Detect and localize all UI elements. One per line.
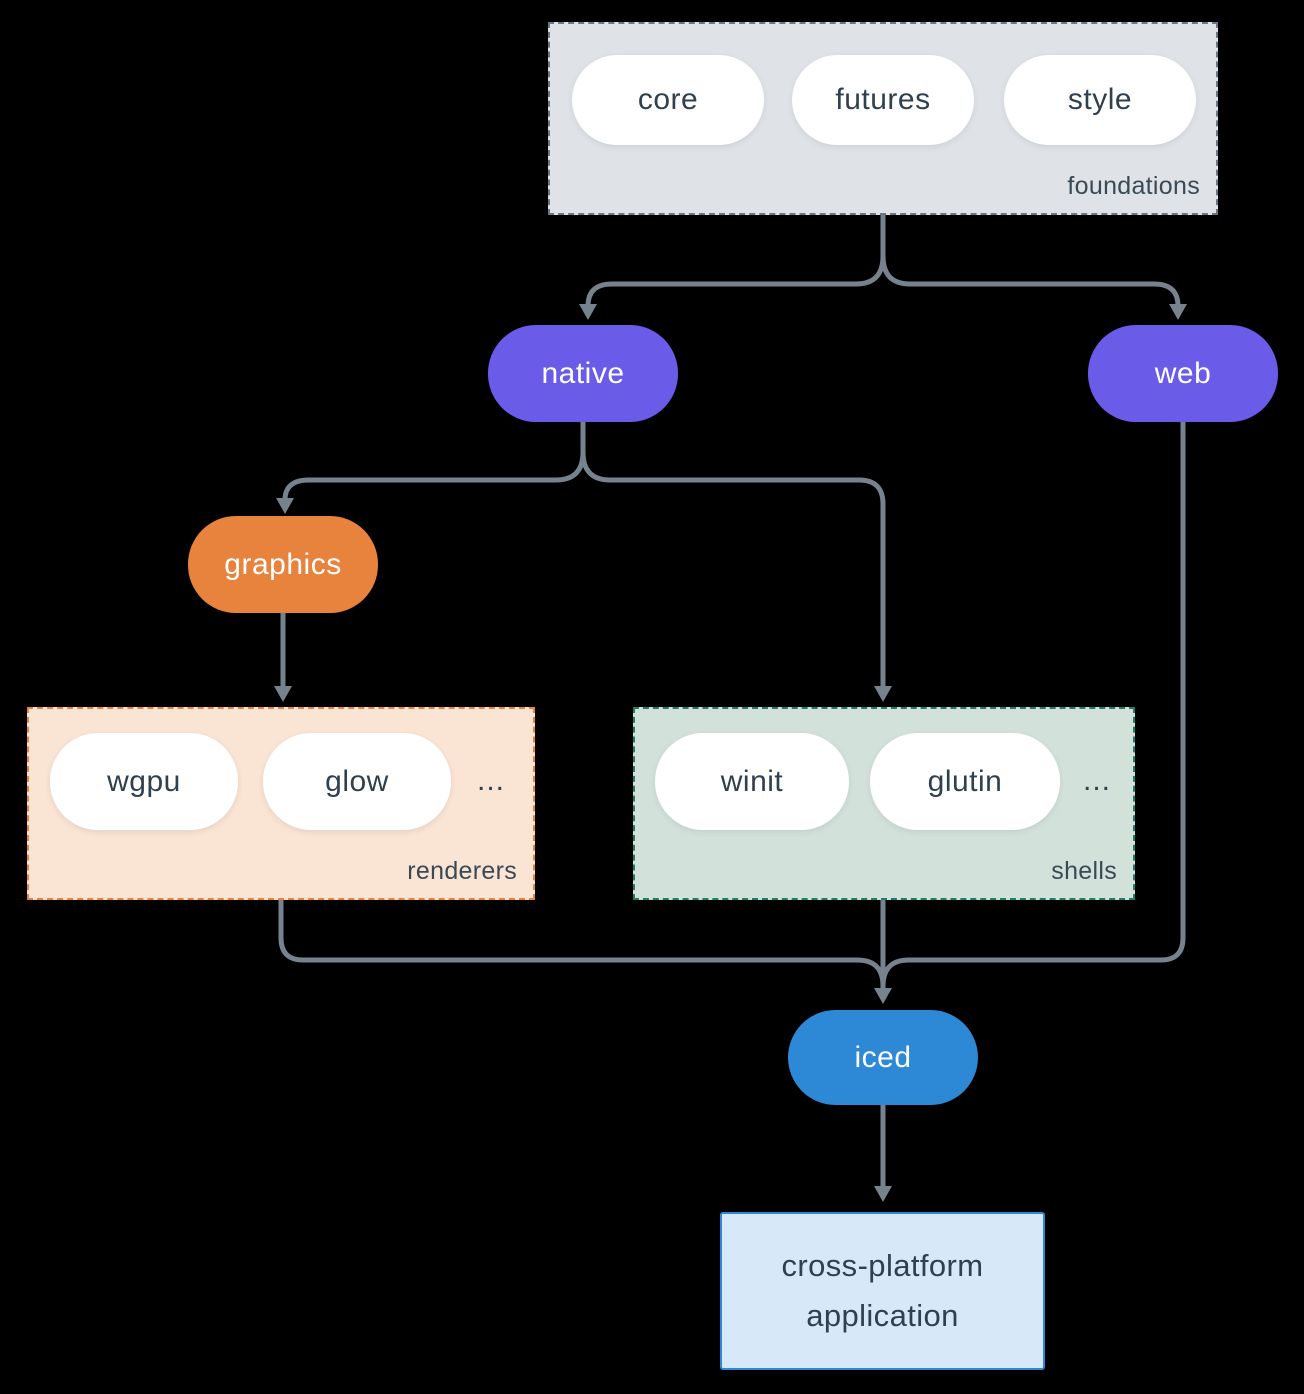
node-cross-platform-application: cross-platform application <box>720 1212 1045 1370</box>
node-glow: glow <box>263 733 451 830</box>
node-web-label: web <box>1154 356 1212 390</box>
arrowhead-iced <box>874 988 892 1004</box>
node-futures: futures <box>792 55 974 145</box>
node-wgpu-label: wgpu <box>107 764 181 798</box>
node-winit: winit <box>655 733 849 830</box>
edge-foundations-native <box>585 215 886 307</box>
node-native-label: native <box>541 356 625 390</box>
node-glow-label: glow <box>325 764 389 798</box>
node-style-label: style <box>1067 83 1133 116</box>
application-label-line2: application <box>806 1298 959 1333</box>
arrowhead-web <box>1169 304 1187 320</box>
renderers-ellipsis: ... <box>477 764 506 797</box>
arrowhead-graphics <box>276 498 294 514</box>
arrowhead-renderers <box>274 686 292 702</box>
shells-ellipsis: ... <box>1083 764 1112 797</box>
node-native: native <box>488 325 678 422</box>
node-wgpu: wgpu <box>50 733 238 830</box>
edge-native-graphics <box>282 422 586 501</box>
arrowhead-shells <box>874 686 892 702</box>
node-winit-label: winit <box>720 764 784 798</box>
node-iced: iced <box>788 1010 978 1105</box>
node-glutin: glutin <box>870 733 1060 830</box>
node-glutin-label: glutin <box>927 764 1003 798</box>
arrowhead-native <box>579 304 597 320</box>
edge-foundations-web <box>880 255 1181 307</box>
group-foundations-label: foundations <box>1067 172 1200 200</box>
node-iced-label: iced <box>854 1040 912 1074</box>
group-renderers-label: renderers <box>407 857 517 885</box>
group-shells: winit glutin ... shells <box>633 707 1135 900</box>
node-core-label: core <box>637 83 699 116</box>
group-renderers: wgpu glow ... renderers <box>27 707 535 900</box>
node-graphics-label: graphics <box>224 547 342 581</box>
node-web: web <box>1088 325 1278 422</box>
edge-renderers-iced <box>278 900 886 987</box>
node-style: style <box>1004 55 1196 145</box>
group-foundations: core futures style foundations <box>548 22 1218 215</box>
edge-web-iced <box>880 422 1186 987</box>
node-futures-label: futures <box>835 83 931 116</box>
edge-native-shells <box>580 451 886 686</box>
node-core: core <box>572 55 764 145</box>
node-graphics: graphics <box>188 516 378 613</box>
application-label-line1: cross-platform <box>781 1248 984 1283</box>
group-shells-label: shells <box>1051 857 1117 885</box>
arrowhead-application <box>874 1186 892 1202</box>
